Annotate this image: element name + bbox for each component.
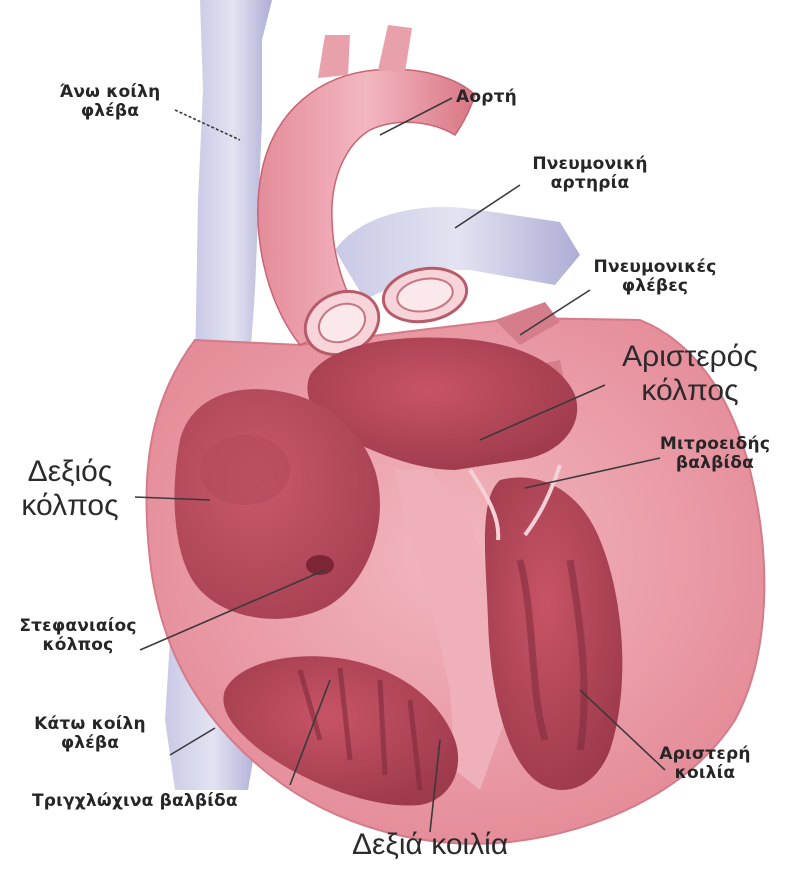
label-inferior-vena-cava: Κάτω κοίλη φλέβα	[15, 715, 165, 753]
label-left-ventricle: Αριστερή κοιλία	[640, 745, 770, 783]
label-tricuspid-valve: Τριγχλώχινα βαλβίδα	[32, 792, 238, 811]
label-superior-vena-cava: Άνω κοίλη φλέβα	[40, 83, 180, 121]
label-right-ventricle: Δεξιά κοιλία	[352, 828, 508, 862]
label-aorta: Αορτή	[456, 88, 517, 107]
label-left-atrium: Αριστερός κόλπος	[600, 340, 780, 407]
label-pulmonary-artery: Πνευμονική αρτηρία	[520, 155, 660, 193]
label-pulmonary-veins: Πνευμονικές φλέβες	[575, 258, 735, 296]
label-coronary-sinus: Στεφανιαίος κόλπος	[8, 617, 148, 655]
label-mitral-valve: Μιτροειδής βαλβίδα	[650, 435, 780, 473]
label-right-atrium: Δεξιός κόλπος	[10, 455, 130, 522]
